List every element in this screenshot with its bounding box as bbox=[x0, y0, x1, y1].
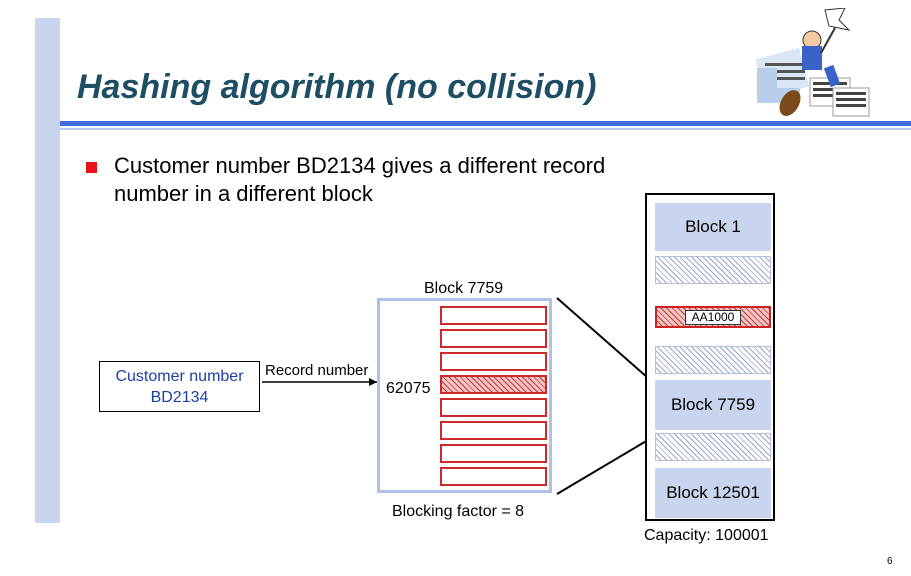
slide-title: Hashing algorithm (no collision) bbox=[77, 68, 597, 106]
file-panel: Block 1 AA1000 Block 7759 Block 12501 bbox=[645, 193, 775, 521]
blocking-factor-label: Blocking factor = 8 bbox=[392, 503, 525, 520]
record-slot bbox=[440, 352, 547, 371]
record-slot bbox=[440, 467, 547, 486]
empty-block bbox=[655, 433, 771, 461]
capacity-label: Capacity: 100001 bbox=[644, 527, 769, 544]
clipart-illustration bbox=[755, 8, 870, 117]
existing-record-label: AA1000 bbox=[684, 309, 742, 325]
customer-label: Customer number bbox=[115, 368, 244, 385]
record-value: 62075 bbox=[386, 380, 431, 397]
record-slot bbox=[440, 329, 547, 348]
lower-connector bbox=[556, 439, 649, 495]
block-7759-title: Block 7759 bbox=[424, 280, 504, 297]
left-accent-bar bbox=[35, 18, 60, 523]
page-number: 6 bbox=[887, 556, 893, 567]
block-1: Block 1 bbox=[655, 203, 771, 251]
arrow-head-icon bbox=[369, 378, 377, 386]
existing-record: AA1000 bbox=[655, 306, 771, 328]
title-rule-shadow bbox=[60, 128, 911, 130]
record-slot bbox=[440, 444, 547, 463]
record-slot bbox=[440, 306, 547, 325]
record-slot bbox=[440, 398, 547, 417]
block-12501: Block 12501 bbox=[655, 468, 771, 518]
customer-value: BD2134 bbox=[150, 389, 209, 406]
empty-block bbox=[655, 256, 771, 284]
record-slot-target bbox=[440, 375, 547, 394]
record-number-label: Record number bbox=[265, 362, 369, 379]
person-icon bbox=[779, 27, 841, 116]
upper-connector bbox=[556, 297, 649, 379]
title-rule bbox=[60, 121, 911, 126]
customer-number-box: Customer number BD2134 bbox=[99, 361, 260, 412]
flag-icon bbox=[824, 8, 851, 31]
bullet-text: Customer number BD2134 gives a different… bbox=[114, 153, 606, 206]
bullet-icon bbox=[86, 162, 97, 173]
block-7759 bbox=[377, 298, 552, 493]
record-slot bbox=[440, 421, 547, 440]
block-7759-file: Block 7759 bbox=[655, 380, 771, 430]
empty-block bbox=[655, 346, 771, 374]
